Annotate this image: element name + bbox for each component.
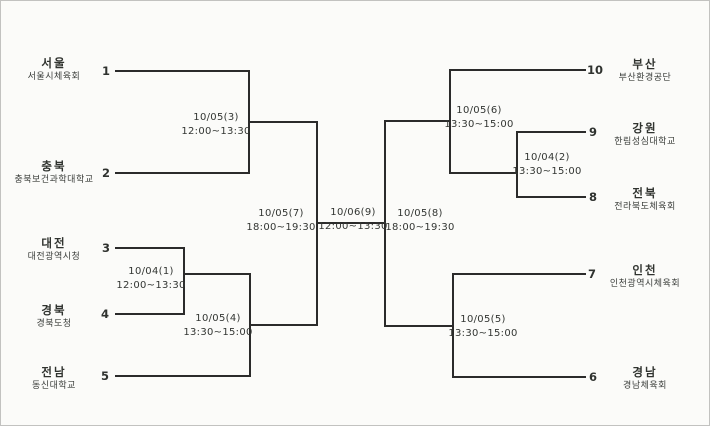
team-org: 전라북도체육회 [614, 202, 676, 212]
match-label-1: 10/04(1) 12:00~13:30 [96, 265, 206, 293]
match-label-8: 10/05(8) 18:00~19:30 [365, 207, 475, 235]
bracket-line-paths [115, 69, 586, 378]
match-code: 10/05(7) [258, 208, 304, 219]
match-code: 10/05(8) [397, 208, 443, 219]
team-org: 경남체육회 [623, 381, 667, 391]
team-busan: 부산 부산환경공단 [590, 58, 700, 84]
match-code: 10/05(6) [456, 105, 502, 116]
seed-number-4: 4 [100, 307, 109, 321]
match-label-3: 10/05(3) 12:00~13:30 [161, 111, 271, 139]
match-time: 13:30~15:00 [183, 327, 253, 338]
match-label-5: 10/05(5) 13:30~15:00 [428, 313, 538, 341]
team-name: 경남 [632, 365, 658, 379]
seed-number-1: 1 [101, 64, 110, 78]
team-org: 한림성심대학교 [614, 137, 676, 147]
match-label-2: 10/04(2) 13:30~15:00 [492, 151, 602, 179]
match-time: 13:30~15:00 [448, 328, 518, 339]
team-name: 충북 [41, 159, 67, 173]
team-incheon: 인천 인천광역시체육회 [590, 264, 700, 290]
seed-number-8: 8 [588, 190, 597, 204]
team-name: 부산 [632, 57, 658, 71]
match-time: 12:00~13:30 [181, 126, 251, 137]
team-org: 서울시체육회 [27, 72, 81, 82]
match-code: 10/05(3) [193, 112, 239, 123]
team-name: 인천 [632, 263, 658, 277]
team-org: 인천광역시체육회 [609, 279, 681, 289]
match-code: 10/05(4) [195, 313, 241, 324]
team-name: 경북 [41, 303, 67, 317]
seed-number-3: 3 [101, 241, 110, 255]
team-name: 전북 [632, 186, 658, 200]
seed-number-6: 6 [588, 370, 597, 384]
match-time: 13:30~15:00 [444, 119, 514, 130]
team-chungbuk: 충북 충북보건과학대학교 [1, 159, 109, 186]
team-org: 충북보건과학대학교 [14, 175, 94, 185]
team-gyeongnam: 경남 경남체육회 [590, 366, 700, 392]
match-code: 10/06(9) [330, 207, 376, 218]
match-time: 18:00~19:30 [246, 222, 316, 233]
match-time: 13:30~15:00 [512, 166, 582, 177]
match-label-4: 10/05(4) 13:30~15:00 [163, 312, 273, 340]
match-time: 12:00~13:30 [116, 280, 186, 291]
seed-number-10: 10 [586, 63, 603, 77]
team-org: 경북도청 [36, 319, 72, 329]
seed-number-5: 5 [100, 369, 109, 383]
match-code: 10/04(2) [524, 152, 570, 163]
match-time: 18:00~19:30 [385, 222, 455, 233]
match-time: 12:00~13:30 [318, 221, 388, 232]
seed-number-2: 2 [101, 166, 110, 180]
match-label-6: 10/05(6) 13:30~15:00 [424, 104, 534, 132]
team-gyeongbuk: 경북 경북도청 [1, 303, 109, 330]
team-name: 강원 [632, 121, 658, 135]
team-name: 대전 [41, 236, 67, 250]
match-code: 10/05(5) [460, 314, 506, 325]
team-name: 서울 [41, 56, 67, 70]
seed-number-9: 9 [588, 125, 597, 139]
team-org: 대전광역시청 [27, 252, 81, 262]
match-code: 10/04(1) [128, 266, 174, 277]
match-label-9-final: 10/06(9) 12:00~13:30 [298, 206, 408, 234]
team-name: 전남 [41, 365, 67, 379]
team-seoul: 서울 서울시체육회 [1, 56, 109, 83]
team-org: 동신대학교 [32, 381, 76, 391]
team-daejeon: 대전 대전광역시청 [1, 236, 109, 263]
seed-number-7: 7 [587, 267, 596, 281]
team-org: 부산환경공단 [618, 73, 672, 83]
match-label-7: 10/05(7) 18:00~19:30 [226, 207, 336, 235]
team-gangwon: 강원 한림성심대학교 [590, 122, 700, 148]
team-jeonbuk: 전북 전라북도체육회 [590, 187, 700, 213]
team-jeonnam: 전남 동신대학교 [1, 365, 109, 392]
